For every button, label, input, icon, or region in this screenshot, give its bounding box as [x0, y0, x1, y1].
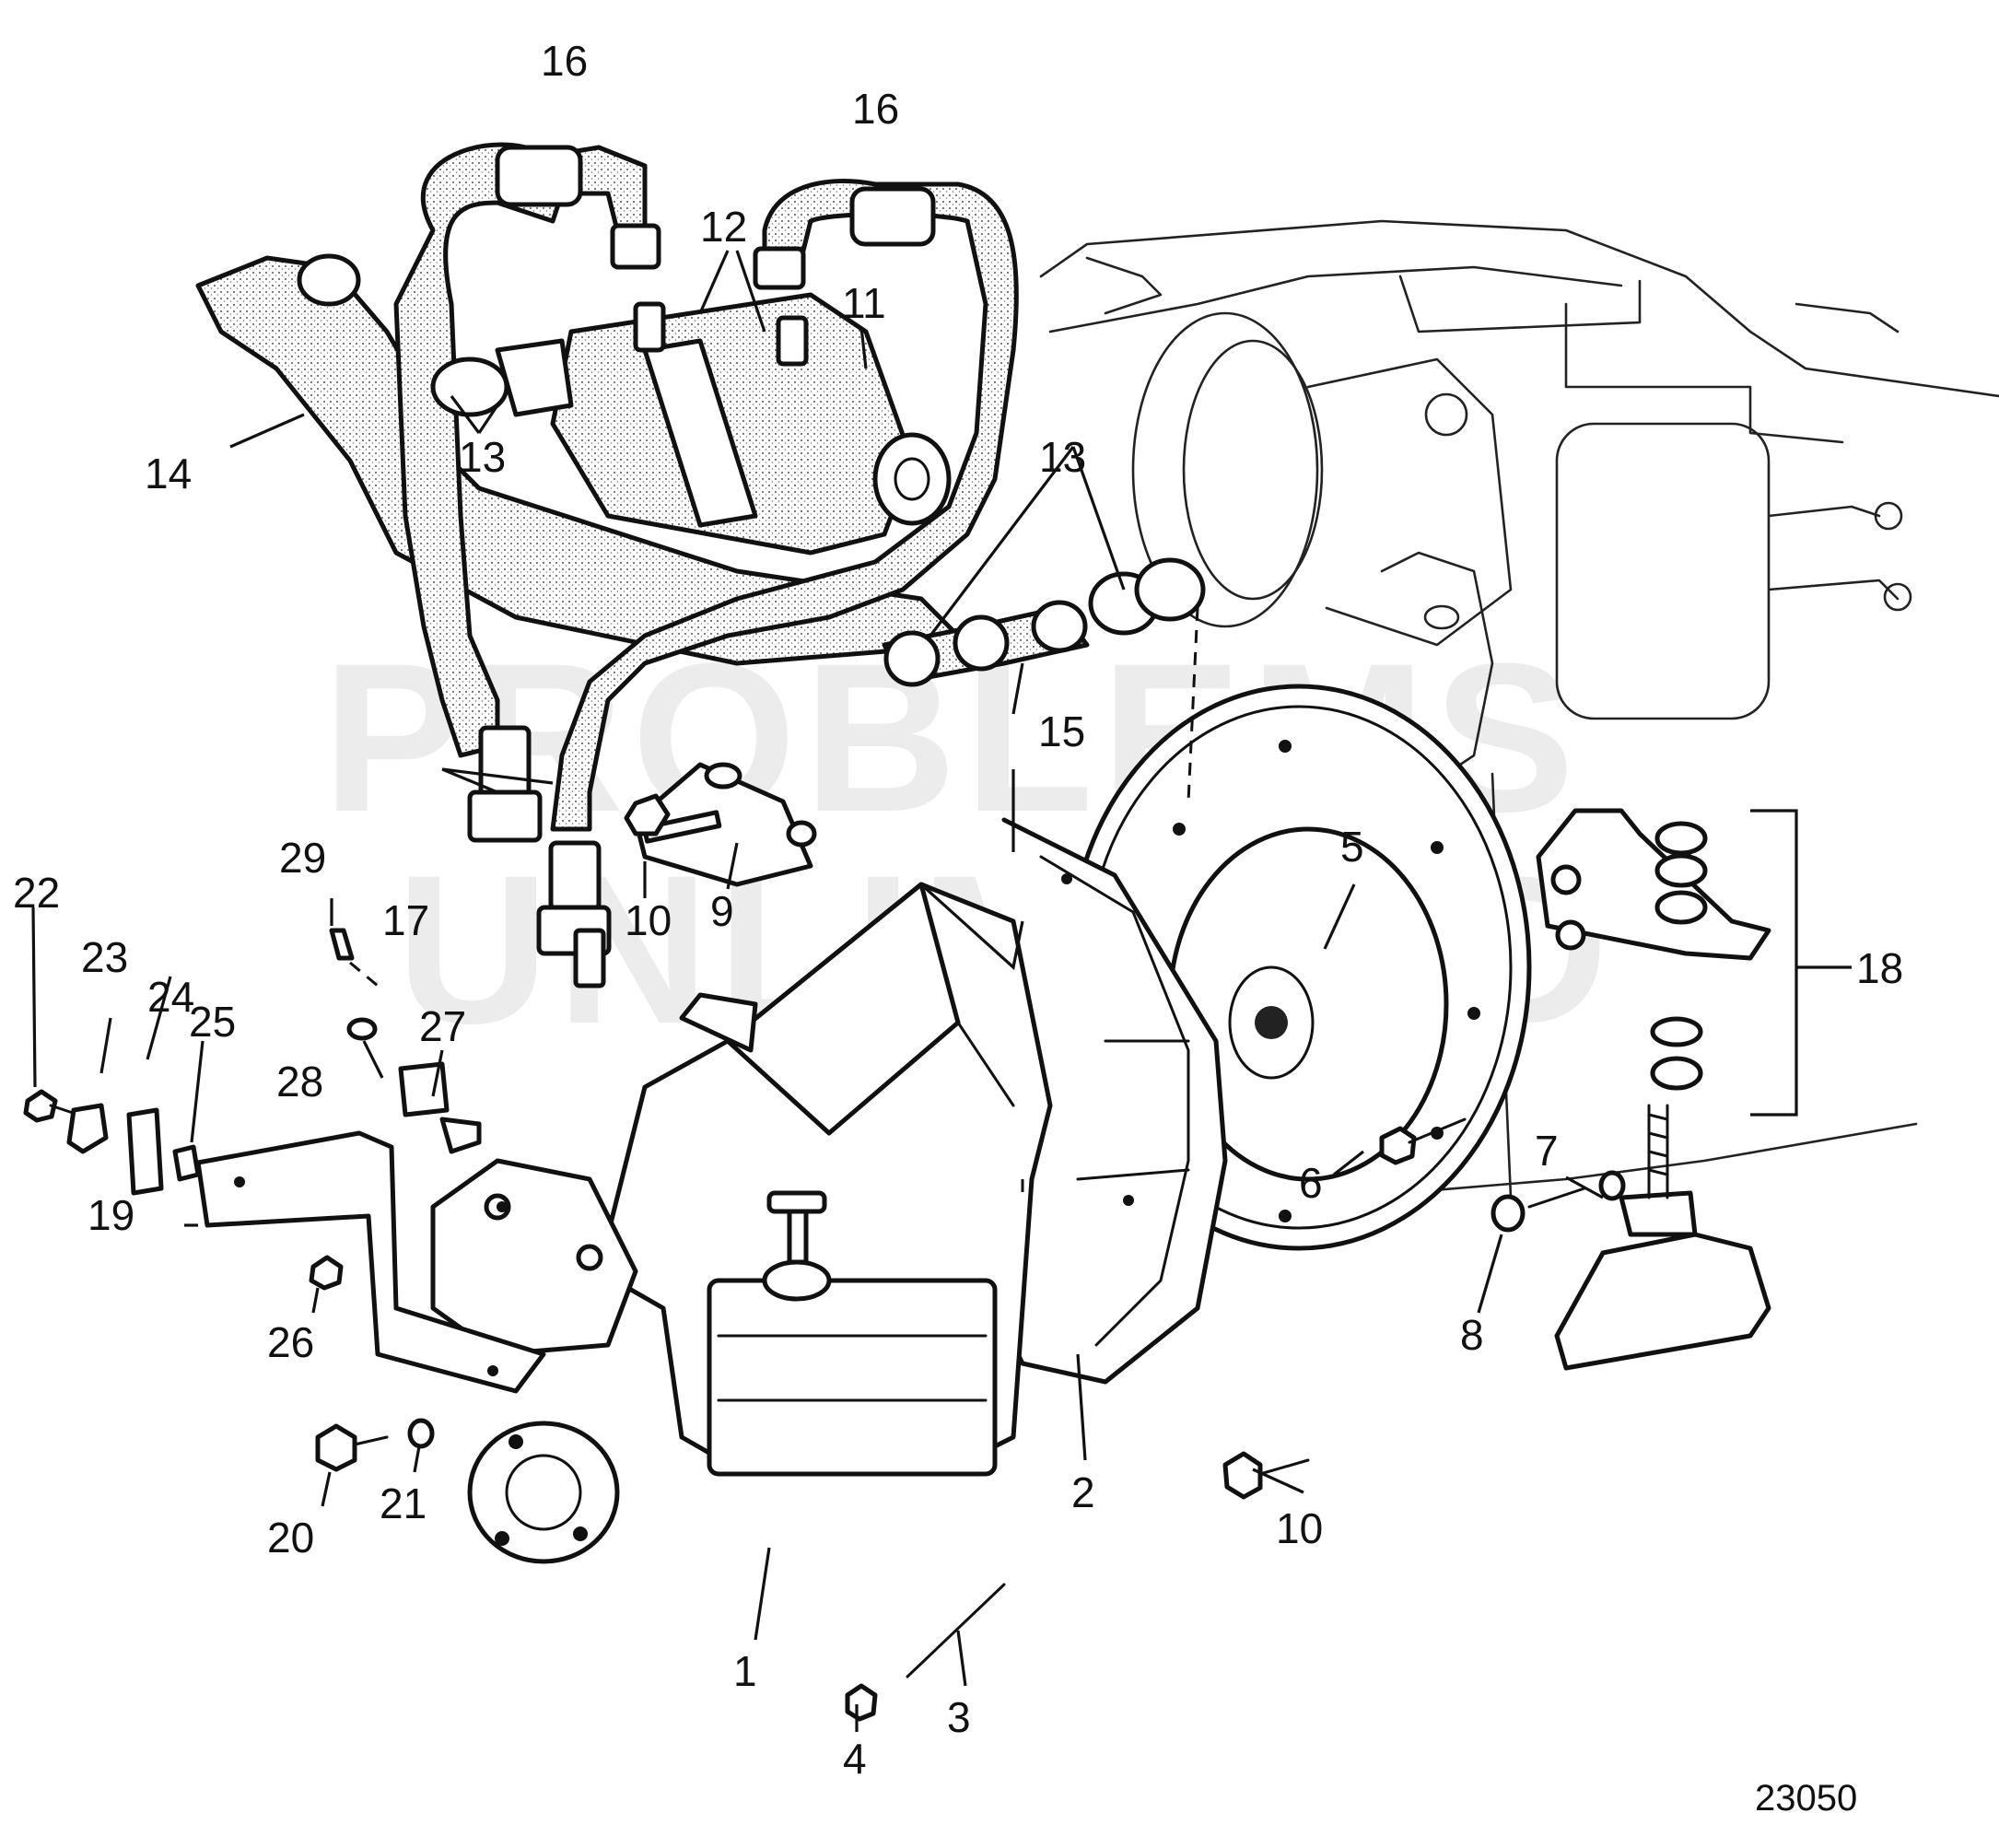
engine-mount — [1536, 808, 1771, 1371]
callout-13-left: 13 — [459, 433, 506, 481]
callout-11: 11 — [842, 279, 886, 327]
callout-21: 21 — [380, 1480, 427, 1527]
bolt-top — [624, 793, 722, 844]
small-hardware-left — [23, 928, 482, 1472]
bracket — [195, 1130, 546, 1394]
connecting-hose-with-clamps — [882, 557, 1206, 687]
callout-16-left: 16 — [541, 37, 588, 85]
callout-15: 15 — [1038, 708, 1085, 755]
gearbox-housing — [430, 882, 1053, 1564]
callout-17: 17 — [382, 896, 429, 944]
callout-12: 12 — [700, 203, 747, 251]
callout-20: 20 — [267, 1514, 314, 1561]
hose-clamp-bracket — [633, 762, 817, 887]
callout-7: 7 — [1535, 1127, 1559, 1175]
callout-24: 24 — [147, 973, 194, 1021]
cooler-hose-right — [550, 179, 1019, 832]
callout-16-right: 16 — [852, 85, 899, 133]
cooler-hose-left — [393, 142, 661, 758]
callout-4: 4 — [843, 1735, 867, 1783]
callout-9: 9 — [710, 887, 734, 935]
hose-fittings — [467, 725, 612, 988]
callout-25: 25 — [189, 998, 236, 1046]
callout-22: 22 — [13, 869, 60, 917]
oil-cooler — [430, 292, 952, 556]
callout-1: 1 — [733, 1647, 757, 1695]
callout-6: 6 — [1299, 1159, 1323, 1207]
leader-lines — [31, 250, 1852, 1732]
bell-housing-flange — [992, 817, 1228, 1385]
callout-27: 27 — [419, 1002, 466, 1050]
callout-28: 28 — [276, 1058, 323, 1105]
callout-2: 2 — [1071, 1468, 1095, 1516]
alignment-lines — [349, 607, 1199, 1198]
figure-number: 23050 — [1755, 1778, 1857, 1819]
callout-labels: 1 2 3 4 5 6 7 8 9 10 10 11 12 13 13 14 1… — [13, 37, 1903, 1783]
callout-18: 18 — [1856, 944, 1903, 992]
callout-3: 3 — [947, 1693, 971, 1741]
callout-23: 23 — [81, 933, 128, 981]
callout-5: 5 — [1340, 823, 1364, 871]
callout-10-bottom: 10 — [1276, 1504, 1323, 1552]
callout-26: 26 — [267, 1318, 314, 1366]
callout-19: 19 — [88, 1191, 134, 1239]
callout-10-top: 10 — [625, 896, 672, 944]
callout-8: 8 — [1460, 1311, 1484, 1359]
callout-14: 14 — [145, 450, 192, 497]
callout-29: 29 — [279, 834, 326, 882]
callout-13-right: 13 — [1039, 433, 1086, 481]
small-hardware-right — [845, 1117, 1626, 1722]
exhaust-hose — [195, 253, 970, 666]
